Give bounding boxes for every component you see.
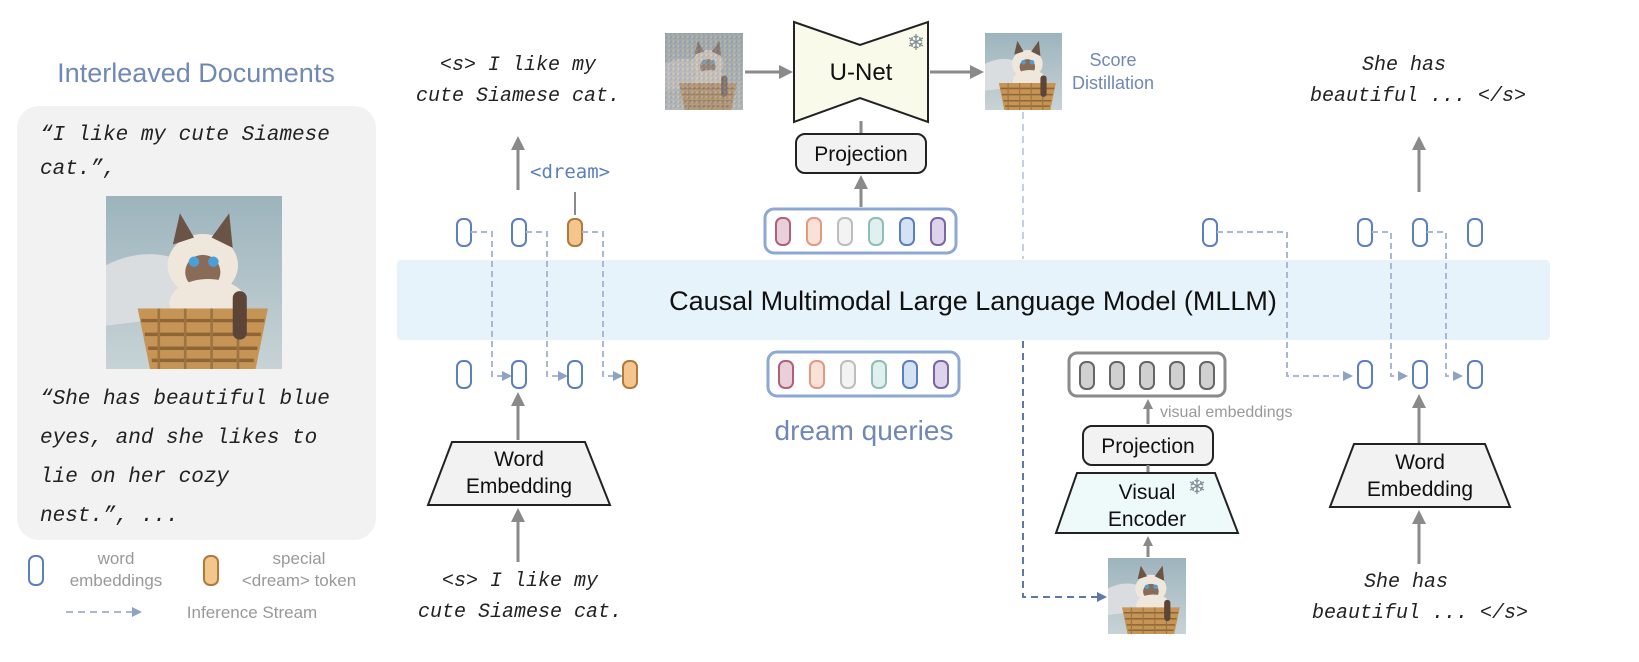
query-token-in-4 [871, 360, 887, 389]
unet-label: U-Net [830, 59, 893, 86]
legend-word-label-2: embeddings [70, 571, 163, 590]
right-input-text-line1: She has [1364, 571, 1448, 594]
quote2-line1: “She has beautiful blue [40, 388, 330, 411]
dream-query-output-group [763, 207, 958, 255]
dream-query-input-group [766, 350, 961, 398]
query-token-in-3 [840, 360, 856, 389]
unet-block [793, 20, 929, 124]
right-top-token-1 [1357, 218, 1373, 247]
query-token-in-5 [902, 360, 918, 389]
query-token-out-2 [806, 217, 822, 246]
query-token-out-1 [775, 217, 791, 246]
dream-token-label: <dream> [530, 161, 610, 183]
generated-cat-image [984, 32, 1063, 111]
left-output-text-line1: <s> I like my [440, 54, 597, 77]
visual-encoder-line1: Visual [1119, 481, 1176, 504]
word-embedding-block-right [1328, 443, 1512, 508]
visual-embedding-token-3 [1139, 361, 1155, 390]
right-bottom-token-2 [1412, 360, 1428, 389]
visual-embedding-token-2 [1109, 361, 1125, 390]
visual-encoder-frozen-snowflake-icon: ❄ [1188, 474, 1206, 499]
word-embedding-right-line2: Embedding [1367, 478, 1473, 501]
query-token-out-3 [837, 217, 853, 246]
siamese-cat-image [104, 194, 284, 371]
top-token-1 [456, 218, 472, 247]
projection-middle-label: Projection [814, 143, 907, 166]
legend-dream-token-icon [203, 555, 219, 586]
inference-stream-line [471, 231, 512, 381]
quote2-line3: lie on her cozy [40, 466, 229, 489]
right-top-token-0 [1202, 218, 1218, 247]
left-output-text-line2: cute Siamese cat. [416, 85, 620, 108]
panel-title: Interleaved Documents [57, 58, 335, 88]
top-token-2 [511, 218, 527, 247]
mllm-block [397, 260, 1550, 340]
quote2-line2: eyes, and she likes to [40, 427, 317, 450]
visual-embeddings-label: visual embeddings [1160, 404, 1293, 421]
word-embedding-right-line1: Word [1395, 451, 1445, 474]
projection-right-label: Projection [1101, 435, 1194, 458]
input-cat-image [1107, 557, 1187, 635]
inference-stream-line [1372, 231, 1408, 381]
bottom-token-2 [511, 360, 527, 389]
quote2-line4: nest.”, ... [40, 505, 179, 528]
right-top-token-2 [1412, 218, 1428, 247]
inference-stream-line [1427, 231, 1463, 381]
mllm-label: Causal Multimodal Large Language Model (… [669, 286, 1277, 316]
right-output-text-line1: She has [1362, 54, 1446, 77]
bottom-dream-token [622, 360, 638, 389]
query-token-in-6 [933, 360, 949, 389]
legend-inference-label: Inference Stream [187, 603, 317, 622]
noisy-cat-image [664, 32, 744, 111]
legend-special-label-1: special [273, 549, 326, 568]
unet-frozen-snowflake-icon: ❄ [907, 30, 925, 55]
right-top-token-3 [1467, 218, 1483, 247]
top-dream-token [567, 218, 583, 247]
legend-word-label-1: word [97, 549, 135, 568]
query-token-in-2 [809, 360, 825, 389]
quote1-line2: cat.”, [40, 158, 116, 181]
word-embedding-left-line2: Embedding [466, 475, 572, 498]
inference-stream-line [526, 231, 568, 381]
right-bottom-token-1 [1357, 360, 1373, 389]
generated-image-feedback-arrow [1022, 341, 1107, 602]
bottom-token-3 [567, 360, 583, 389]
right-output-text-line2: beautiful ... </s> [1310, 85, 1526, 108]
query-token-out-4 [868, 217, 884, 246]
query-token-out-5 [899, 217, 915, 246]
bottom-token-1 [456, 360, 472, 389]
visual-embedding-token-1 [1079, 361, 1095, 390]
left-input-text-line1: <s> I like my [442, 570, 599, 593]
word-embedding-left-line1: Word [494, 448, 544, 471]
word-embedding-block-left [426, 441, 612, 506]
visual-encoder-line2: Encoder [1108, 508, 1186, 531]
visual-encoder-block [1054, 472, 1240, 534]
inference-stream-line [1217, 231, 1353, 381]
visual-embedding-token-5 [1199, 361, 1215, 390]
legend-special-label-2: <dream> token [242, 571, 356, 590]
dream-queries-label: dream queries [775, 415, 954, 446]
inference-stream-line [582, 231, 623, 381]
quote1-line1: “I like my cute Siamese [40, 124, 330, 147]
right-bottom-token-3 [1467, 360, 1483, 389]
score-distillation-line2: Distillation [1072, 73, 1154, 93]
legend-word-token-icon [28, 555, 44, 586]
projection-block-middle [795, 133, 927, 174]
right-input-text-line2: beautiful ... </s> [1312, 602, 1528, 625]
query-token-out-6 [930, 217, 946, 246]
query-token-in-1 [778, 360, 794, 389]
score-distillation-line1: Score [1089, 50, 1136, 70]
left-input-text-line2: cute Siamese cat. [418, 601, 622, 624]
visual-embedding-token-4 [1169, 361, 1185, 390]
